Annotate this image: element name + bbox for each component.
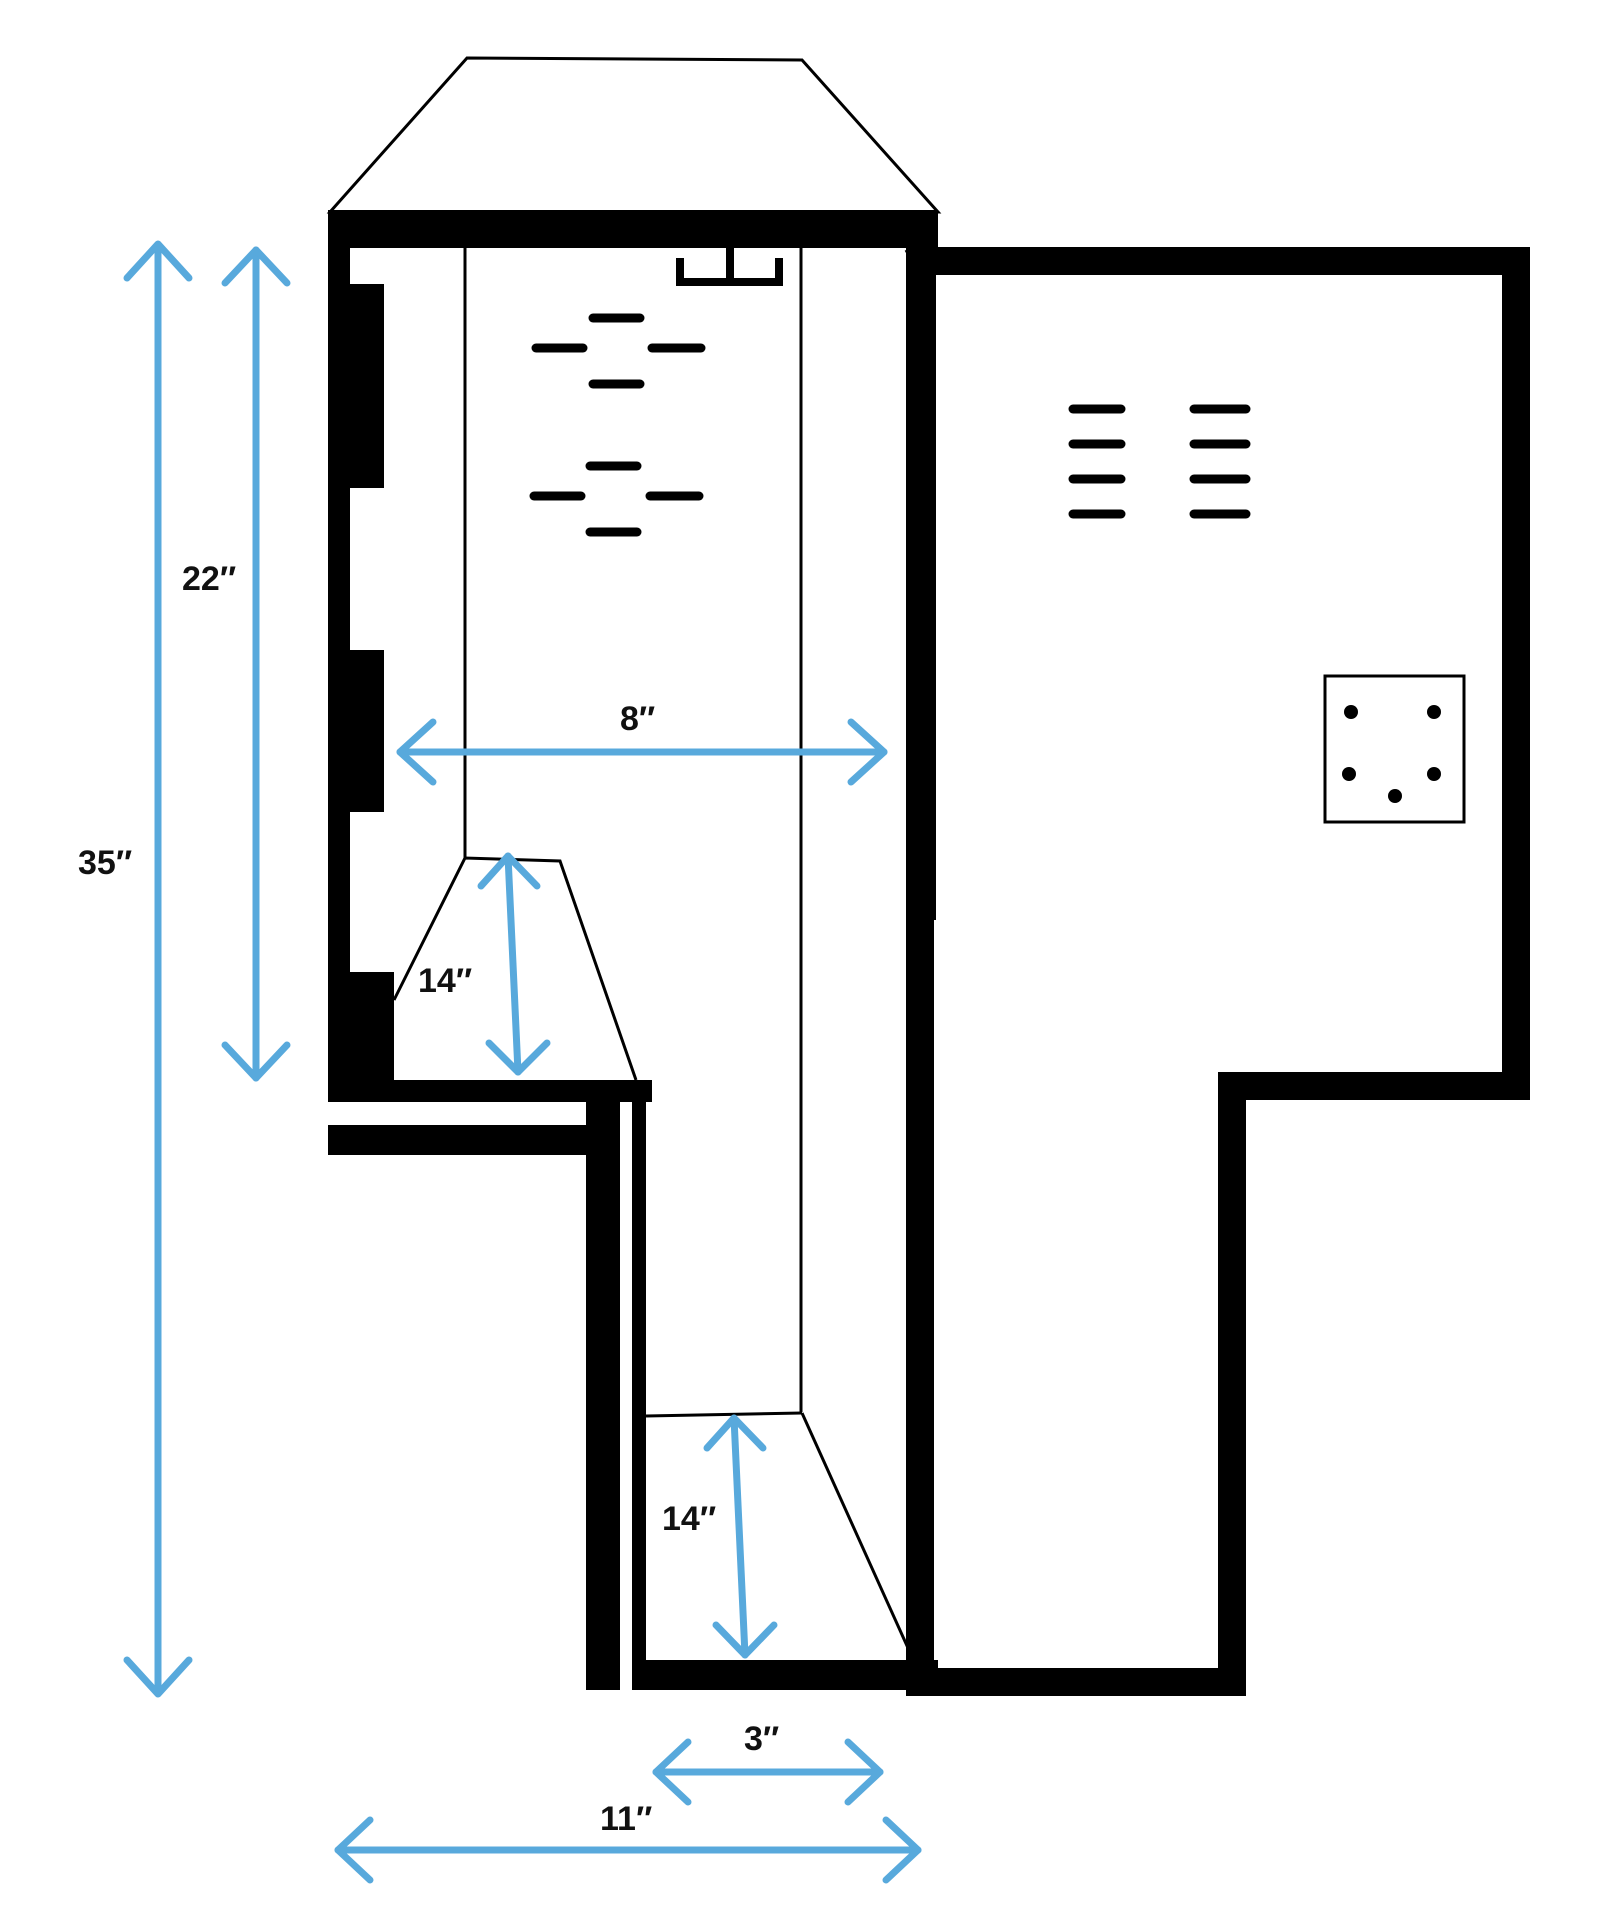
label-lower-shelf-height: 14″ — [662, 1500, 716, 1538]
label-total-width: 11″ — [600, 1800, 652, 1838]
wall-notches — [350, 284, 394, 1082]
lock-plate-icon — [1323, 674, 1466, 824]
label-upper-shelf-height: 14″ — [418, 962, 472, 1000]
top-cap — [326, 56, 942, 214]
label-inner-width: 8″ — [620, 700, 655, 738]
label-upper-height: 22″ — [182, 560, 236, 598]
vent-slots-icon — [529, 313, 706, 537]
label-bottom-inner-width: 3″ — [744, 1720, 779, 1758]
dimension-arrows — [123, 240, 922, 1884]
upper-shelf-lip — [394, 1080, 652, 1102]
door-vent-slots-icon — [1068, 404, 1251, 519]
door-panel — [906, 247, 1530, 1696]
hook-icon — [676, 248, 783, 286]
interior-lines — [392, 248, 922, 1649]
label-total-height: 35″ — [78, 844, 132, 882]
